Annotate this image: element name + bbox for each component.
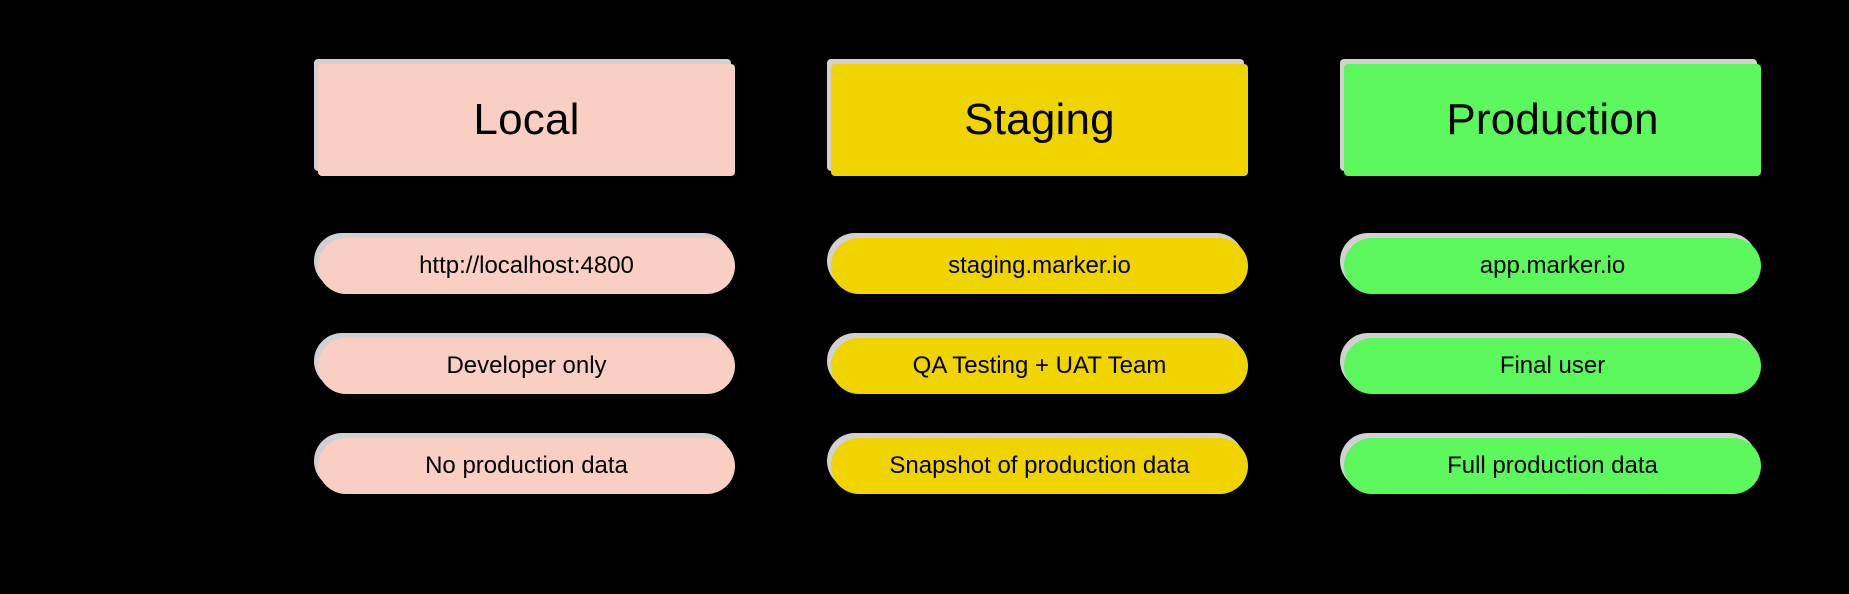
spacer	[318, 394, 735, 438]
column-header-label-local: Local	[473, 95, 580, 144]
production-audience-label: Final user	[1499, 352, 1606, 379]
local-audience-label: Developer only	[446, 352, 607, 379]
spacer	[318, 176, 735, 238]
environment-column-production: Production app.marker.io Final user Full…	[1344, 0, 1761, 494]
spacer	[831, 394, 1248, 438]
local-data-pill[interactable]: No production data	[318, 438, 735, 494]
environment-column-local: Local http://localhost:4800 Developer on…	[318, 0, 735, 494]
staging-url-label: staging.marker.io	[948, 252, 1131, 279]
column-header-staging[interactable]: Staging	[831, 64, 1248, 176]
local-url-pill[interactable]: http://localhost:4800	[318, 238, 735, 294]
spacer	[1344, 176, 1761, 238]
column-header-label-production: Production	[1446, 95, 1659, 144]
production-url-pill[interactable]: app.marker.io	[1344, 238, 1761, 294]
local-audience-pill[interactable]: Developer only	[318, 338, 735, 394]
column-header-local[interactable]: Local	[318, 64, 735, 176]
staging-audience-label: QA Testing + UAT Team	[912, 352, 1167, 379]
production-data-pill[interactable]: Full production data	[1344, 438, 1761, 494]
spacer	[831, 176, 1248, 238]
spacer	[1344, 394, 1761, 438]
spacer	[318, 294, 735, 338]
spacer	[1344, 294, 1761, 338]
staging-url-pill[interactable]: staging.marker.io	[831, 238, 1248, 294]
production-data-label: Full production data	[1447, 452, 1658, 479]
production-audience-pill[interactable]: Final user	[1344, 338, 1761, 394]
spacer	[831, 294, 1248, 338]
column-header-production[interactable]: Production	[1344, 64, 1761, 176]
environment-column-staging: Staging staging.marker.io QA Testing + U…	[831, 0, 1248, 494]
local-url-label: http://localhost:4800	[419, 252, 634, 279]
production-url-label: app.marker.io	[1479, 252, 1626, 279]
staging-audience-pill[interactable]: QA Testing + UAT Team	[831, 338, 1248, 394]
staging-data-label: Snapshot of production data	[889, 452, 1190, 479]
staging-data-pill[interactable]: Snapshot of production data	[831, 438, 1248, 494]
local-data-label: No production data	[425, 452, 628, 479]
column-header-label-staging: Staging	[964, 95, 1115, 144]
